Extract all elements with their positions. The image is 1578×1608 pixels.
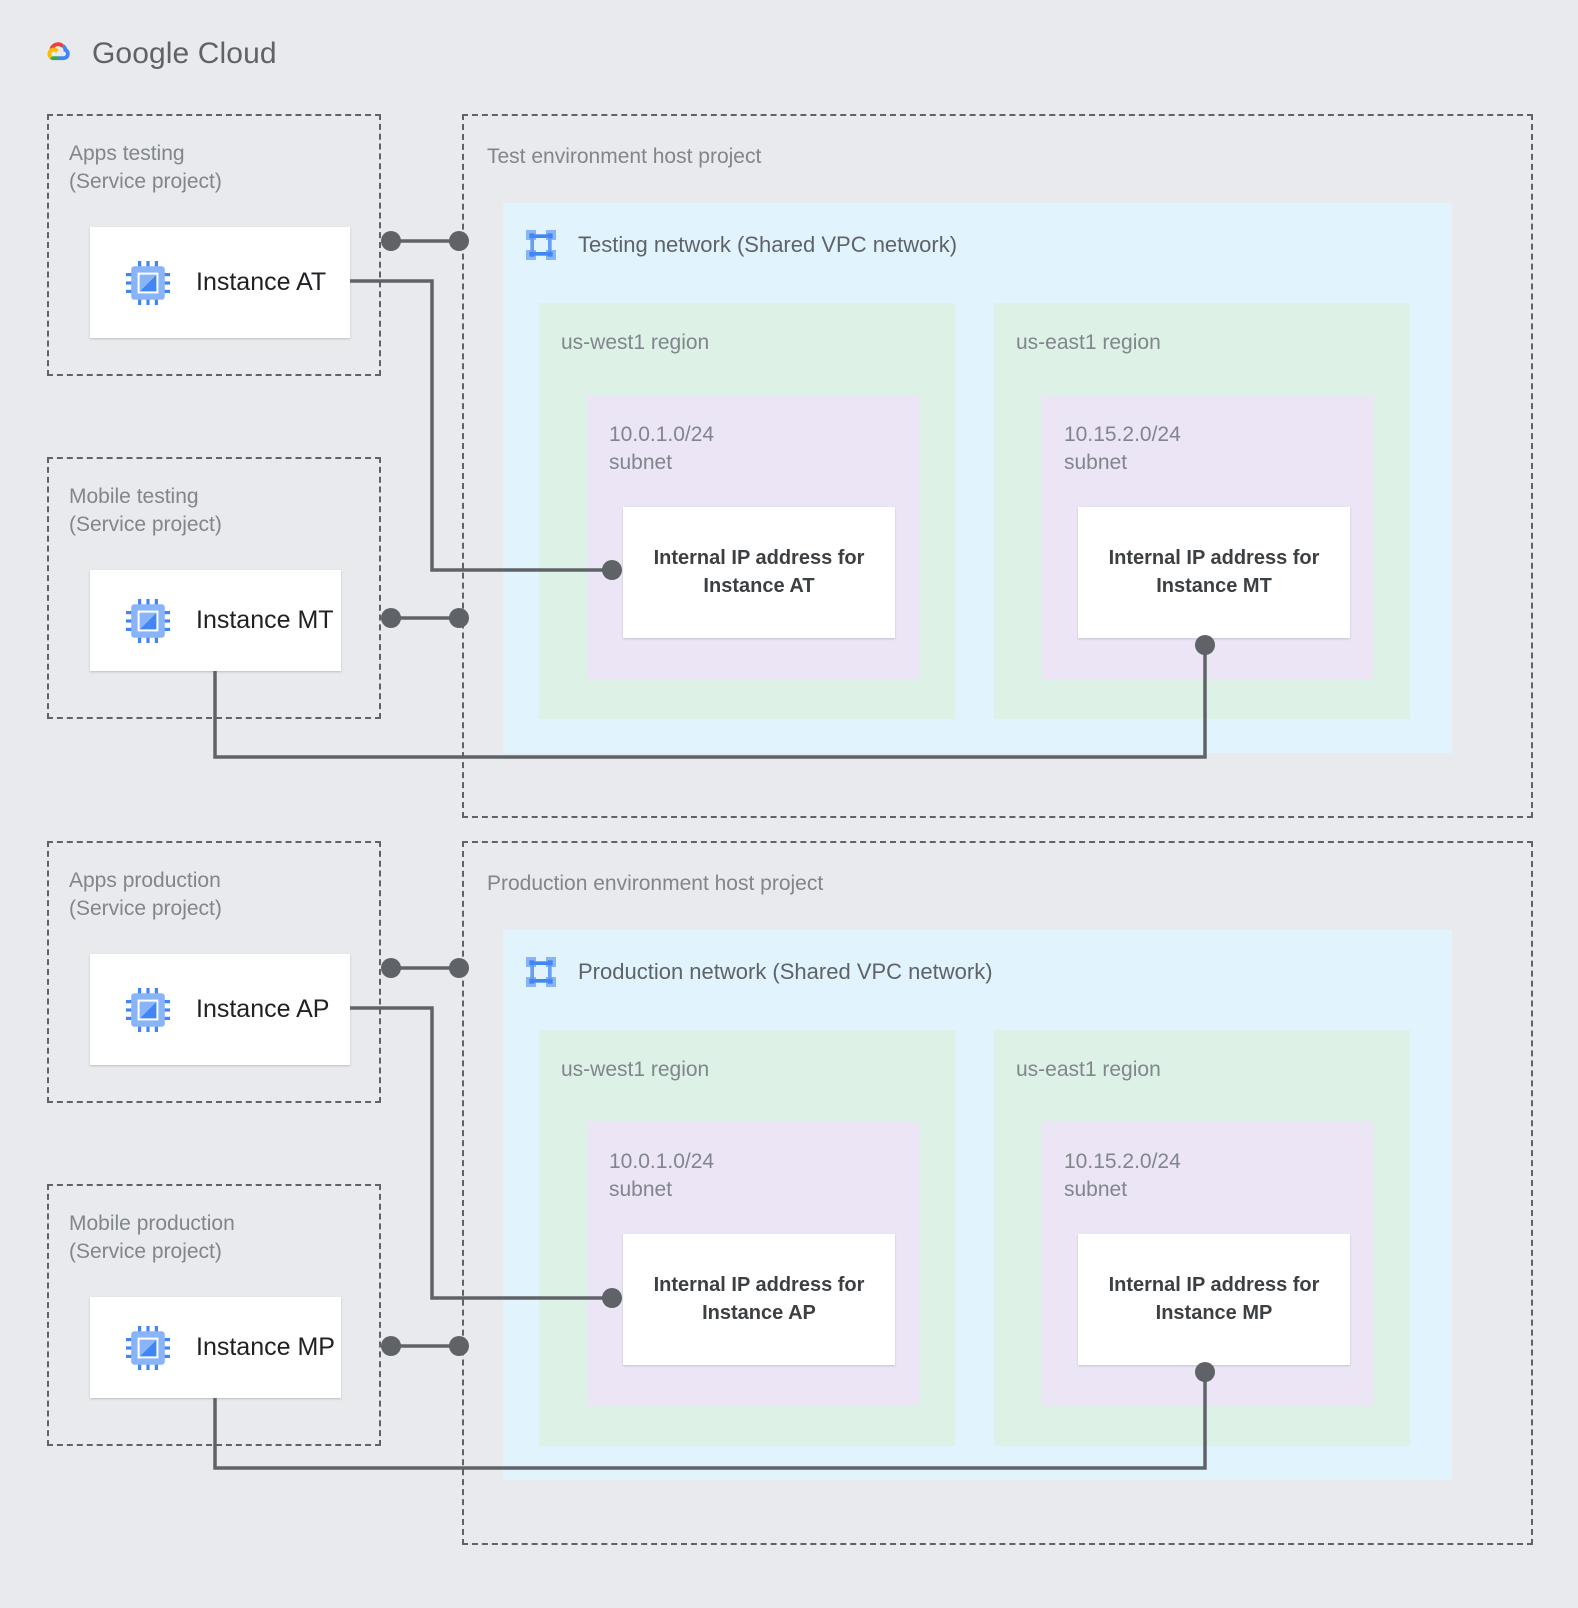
vpc-network-title: Testing network (Shared VPC network) bbox=[578, 232, 958, 257]
subnet-10-15-2-0-24-test: 10.15.2.0/24 subnet Internal IP address … bbox=[1042, 395, 1374, 679]
vpc-network-header: Testing network (Shared VPC network) bbox=[521, 225, 957, 265]
internal-ip-box-mt: Internal IP address for Instance MT bbox=[1078, 507, 1350, 638]
instance-label: Instance AP bbox=[196, 995, 330, 1023]
internal-ip-box-at: Internal IP address for Instance AT bbox=[623, 507, 895, 638]
vpc-network-title: Production network (Shared VPC network) bbox=[578, 959, 993, 984]
host-project-production: Production environment host project bbox=[462, 841, 1533, 1545]
vm-instance-icon bbox=[126, 987, 170, 1032]
brand-text: Google Cloud bbox=[92, 37, 277, 71]
region-us-west1-test: us-west1 region 10.0.1.0/24 subnet Inter… bbox=[539, 303, 955, 719]
host-project-test: Test environment host project bbox=[462, 114, 1533, 818]
instance-card-mt[interactable]: Instance MT bbox=[90, 570, 341, 671]
service-project-label: Mobile production (Service project) bbox=[69, 1212, 235, 1263]
subnet-10-0-1-0-24-test: 10.0.1.0/24 subnet Internal IP address f… bbox=[587, 395, 919, 679]
subnet-label: 10.0.1.0/24 subnet bbox=[609, 1150, 715, 1202]
region-label: us-west1 region bbox=[561, 1058, 710, 1081]
connector-dot bbox=[381, 608, 401, 628]
vpc-network-header: Production network (Shared VPC network) bbox=[521, 952, 993, 992]
service-project-apps-production: Apps production (Service project) bbox=[47, 841, 381, 1103]
internal-ip-box-mp: Internal IP address for Instance MP bbox=[1078, 1234, 1350, 1365]
instance-label: Instance MT bbox=[196, 606, 334, 634]
brand-name-light: Cloud bbox=[197, 37, 277, 70]
vm-instance-icon bbox=[126, 598, 170, 643]
service-project-label: Mobile testing (Service project) bbox=[69, 485, 222, 536]
region-label: us-west1 region bbox=[561, 331, 710, 354]
region-label: us-east1 region bbox=[1016, 331, 1161, 354]
subnet-10-15-2-0-24-production: 10.15.2.0/24 subnet Internal IP address … bbox=[1042, 1122, 1374, 1406]
instance-label: Instance AT bbox=[196, 268, 327, 296]
service-project-label: Apps production (Service project) bbox=[69, 869, 222, 920]
host-project-label: Production environment host project bbox=[487, 872, 824, 895]
connector-dot bbox=[381, 231, 401, 251]
region-label: us-east1 region bbox=[1016, 1058, 1161, 1081]
vpc-network-production: Production network (Shared VPC network) … bbox=[503, 930, 1452, 1480]
vm-instance-icon bbox=[126, 1325, 170, 1370]
connector-dot bbox=[381, 958, 401, 978]
region-us-east1-production: us-east1 region 10.15.2.0/24 subnet Inte… bbox=[994, 1030, 1410, 1446]
internal-ip-box-ap: Internal IP address for Instance AP bbox=[623, 1234, 895, 1365]
region-us-west1-production: us-west1 region 10.0.1.0/24 subnet Inter… bbox=[539, 1030, 955, 1446]
region-us-east1-test: us-east1 region 10.15.2.0/24 subnet Inte… bbox=[994, 303, 1410, 719]
subnet-label: 10.15.2.0/24 subnet bbox=[1064, 1150, 1181, 1202]
service-project-apps-testing: Apps testing (Service project) bbox=[47, 114, 381, 376]
instance-card-mp[interactable]: Instance MP bbox=[90, 1297, 341, 1398]
instance-label: Instance MP bbox=[196, 1333, 335, 1361]
brand-name-bold: Google bbox=[92, 37, 190, 70]
service-project-label: Apps testing (Service project) bbox=[69, 142, 222, 193]
google-cloud-brand: Google Cloud bbox=[34, 34, 277, 74]
vpc-network-testing: Testing network (Shared VPC network) us-… bbox=[503, 203, 1452, 753]
host-project-label: Test environment host project bbox=[487, 145, 762, 168]
subnet-label: 10.15.2.0/24 subnet bbox=[1064, 423, 1181, 475]
instance-card-ap[interactable]: Instance AP bbox=[90, 954, 350, 1065]
instance-card-at[interactable]: Instance AT bbox=[90, 227, 350, 338]
vpc-network-icon bbox=[526, 230, 556, 260]
service-project-mobile-production: Mobile production (Service project) bbox=[47, 1184, 381, 1446]
vpc-network-icon bbox=[526, 957, 556, 987]
subnet-label: 10.0.1.0/24 subnet bbox=[609, 423, 715, 475]
google-cloud-logo-icon bbox=[47, 42, 70, 61]
vm-instance-icon bbox=[126, 260, 170, 305]
subnet-10-0-1-0-24-production: 10.0.1.0/24 subnet Internal IP address f… bbox=[587, 1122, 919, 1406]
connector-dot bbox=[381, 1336, 401, 1356]
